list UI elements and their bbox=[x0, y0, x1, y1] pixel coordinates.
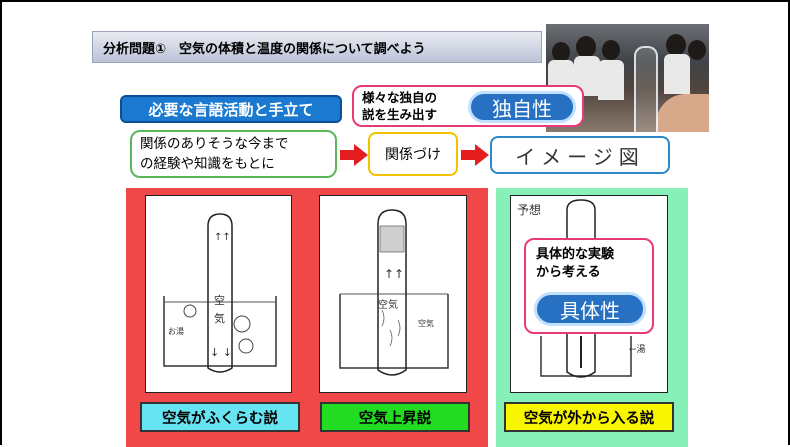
hypothesis-sketch-1: ↑↑ 空 気 ↓ ↓ お湯 bbox=[145, 195, 292, 393]
caption-air-rises: 空気上昇説 bbox=[320, 402, 470, 432]
uniqueness-pill-text: 独自性 bbox=[492, 96, 552, 121]
uniqueness-line1: 様々な独自の bbox=[362, 90, 438, 105]
classroom-photo bbox=[546, 24, 709, 132]
uniqueness-pill: 独自性 bbox=[468, 91, 576, 123]
sketch3-side-label: ←湯 bbox=[629, 344, 646, 355]
caption-air-enters-text: 空気が外から入る説 bbox=[523, 410, 655, 427]
concreteness-line2: から考える bbox=[536, 265, 601, 280]
image-diagram-box: イメージ図 bbox=[490, 136, 670, 174]
sketch2-side-label: 空気 bbox=[418, 318, 434, 328]
test-tube-drawing: 予想 ←湯 bbox=[517, 199, 646, 378]
sketch2-label: 空気 bbox=[378, 298, 398, 311]
test-tube-drawing: ↑↑ 空 気 ↓ ↓ お湯 bbox=[163, 213, 277, 373]
sketch1-bottom-arrows: ↓ ↓ bbox=[210, 346, 232, 359]
concreteness-pill-text: 具体性 bbox=[560, 298, 620, 323]
caption-air-rises-text: 空気上昇説 bbox=[358, 410, 432, 427]
sketch3-prediction-label: 予想 bbox=[517, 202, 541, 217]
concreteness-box: 具体的な実験 から考える 具体性 bbox=[524, 238, 654, 334]
image-diagram-text: イメージ図 bbox=[515, 144, 645, 169]
relating-box: 関係づけ bbox=[368, 132, 458, 176]
language-activity-label: 必要な言語活動と手立て bbox=[120, 95, 342, 123]
sketch1-top-arrows: ↑↑ bbox=[214, 232, 231, 243]
concreteness-pill: 具体性 bbox=[534, 292, 646, 326]
sketch1-water-label: お湯 bbox=[168, 326, 184, 336]
arrow-right-icon bbox=[340, 144, 368, 166]
caption-air-expands-text: 空気がふくらむ説 bbox=[162, 410, 278, 427]
slide-title: 分析問題① 空気の体積と温度の関係について調べよう bbox=[92, 31, 542, 63]
prior-knowledge-box: 関係のありそうな今まで の経験や知識をもとに bbox=[130, 130, 337, 178]
caption-air-enters: 空気が外から入る説 bbox=[504, 402, 674, 432]
arrow-right-icon bbox=[461, 144, 489, 166]
prior-knowledge-line1: 関係のありそうな今まで bbox=[140, 136, 289, 152]
relating-text: 関係づけ bbox=[385, 147, 441, 163]
sketch1-label-a: 空 bbox=[214, 293, 225, 307]
uniqueness-line2: 説を生み出す bbox=[362, 107, 438, 122]
test-tube-drawing: ↑↑ 空気 空気 bbox=[339, 209, 449, 376]
slide-title-text: 分析問題① 空気の体積と温度の関係について調べよう bbox=[103, 41, 426, 57]
prior-knowledge-line2: の経験や知識をもとに bbox=[140, 156, 275, 172]
sketch1-label-b: 気 bbox=[214, 311, 225, 325]
language-activity-text: 必要な言語活動と手立て bbox=[148, 100, 314, 119]
concreteness-line1: 具体的な実験 bbox=[536, 247, 615, 262]
uniqueness-box: 様々な独自の 説を生み出す 独自性 bbox=[352, 85, 584, 127]
caption-air-expands: 空気がふくらむ説 bbox=[140, 402, 300, 432]
hypothesis-sketch-2: ↑↑ 空気 空気 bbox=[319, 195, 467, 393]
svg-text:↑↑: ↑↑ bbox=[384, 267, 404, 281]
